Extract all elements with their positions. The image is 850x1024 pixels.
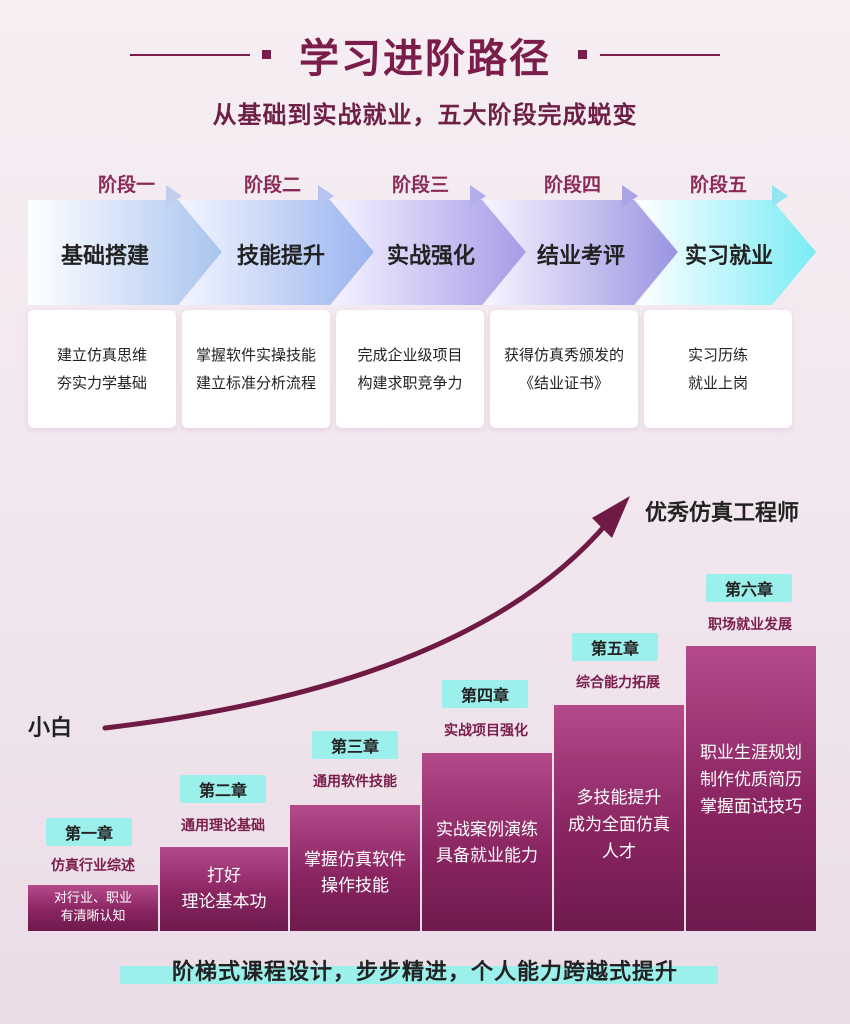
stage-desc: 构建求职竞争力 (357, 374, 463, 392)
chapter-tag-5: 第五章 (572, 633, 658, 661)
stage-card-1: 建立仿真思维 夯实力学基础 (28, 310, 176, 428)
step-desc: 操作技能 (321, 876, 389, 896)
step-desc: 具备就业能力 (436, 846, 538, 866)
stage-arrow-3 (332, 200, 526, 305)
stage-desc: 掌握软件实操技能 (195, 346, 316, 364)
step-desc: 理论基本功 (181, 892, 267, 912)
chapter-title-1: 仿真行业综述 (51, 858, 135, 874)
step-desc: 人才 (602, 842, 636, 862)
stage-card-3: 完成企业级项目 构建求职竞争力 (336, 310, 484, 428)
stage-label-2: 阶段二 (244, 174, 302, 196)
chapter-tag-2: 第二章 (180, 775, 266, 803)
stage-name-4: 结业考评 (536, 244, 625, 269)
chapter-title-5: 综合能力拓展 (576, 675, 660, 691)
chapter-title-3: 通用软件技能 (313, 774, 397, 790)
step-desc: 掌握仿真软件 (304, 850, 406, 870)
page-subtitle: 从基础到实战就业，五大阶段完成蜕变 (212, 101, 638, 129)
title-dot-right (578, 50, 587, 59)
step-desc: 掌握面试技巧 (700, 797, 802, 817)
stage-label-5: 阶段五 (690, 174, 748, 196)
step-2: 打好 理论基本功 (160, 847, 288, 931)
step-desc: 对行业、职业 (53, 891, 132, 906)
stage-label-3: 阶段三 (392, 174, 450, 196)
stage-arrow-4 (484, 200, 678, 305)
step-6: 职业生涯规划 制作优质简历 掌握面试技巧 (686, 646, 816, 931)
step-desc: 有清晰认知 (60, 909, 126, 924)
title-line-right (600, 54, 720, 56)
stage-desc: 获得仿真秀颁发的 (503, 346, 624, 364)
stage-desc: 实习历练 (687, 346, 748, 364)
chapter-title-2: 通用理论基础 (181, 818, 265, 834)
stage-arrow-1 (28, 200, 222, 305)
stage-desc: 建立仿真思维 (56, 346, 147, 364)
chapter-tag-4: 第四章 (442, 680, 528, 708)
step-desc: 实战案例演练 (436, 820, 538, 840)
stage-name-1: 基础搭建 (60, 244, 149, 269)
chapter-tag-1: 第一章 (46, 818, 132, 846)
stage-arrows (28, 185, 816, 305)
end-label: 优秀仿真工程师 (645, 501, 800, 526)
stage-name-3: 实战强化 (386, 244, 475, 269)
step-desc: 多技能提升 (576, 788, 662, 808)
stage-name-5: 实习就业 (684, 244, 773, 269)
step-1: 对行业、职业 有清晰认知 (28, 885, 158, 931)
stage-name-2: 技能提升 (236, 244, 325, 269)
stage-card-2: 掌握软件实操技能 建立标准分析流程 (182, 310, 330, 428)
stage-desc: 夯实力学基础 (56, 374, 147, 392)
step-5: 多技能提升 成为全面仿真 人才 (554, 705, 684, 931)
stage-card-4: 获得仿真秀颁发的 《结业证书》 (490, 310, 638, 428)
step-desc: 打好 (207, 866, 241, 886)
step-desc: 制作优质简历 (700, 770, 802, 790)
title-line-left (130, 54, 250, 56)
title-dot-left (262, 50, 271, 59)
step-desc: 成为全面仿真 (568, 815, 670, 835)
stage-card-5: 实习历练 就业上岗 (644, 310, 792, 428)
stage-desc: 《结业证书》 (518, 374, 609, 392)
step-3: 掌握仿真软件 操作技能 (290, 805, 420, 931)
step-desc: 职业生涯规划 (700, 743, 802, 763)
start-label: 小白 (28, 716, 73, 741)
step-4: 实战案例演练 具备就业能力 (422, 753, 552, 931)
stage-label-4: 阶段四 (544, 174, 602, 196)
stage-desc: 就业上岗 (687, 374, 748, 392)
stage-arrow-5 (636, 200, 816, 305)
stage-label-1: 阶段一 (98, 174, 156, 196)
footer-text: 阶梯式课程设计，步步精进，个人能力跨越式提升 (171, 960, 678, 985)
stage-desc: 完成企业级项目 (357, 346, 463, 364)
chapter-tag-3: 第三章 (312, 731, 398, 759)
stage-arrow-2 (180, 200, 374, 305)
page-title: 学习进阶路径 (299, 36, 551, 82)
chapter-tag-6: 第六章 (706, 574, 792, 602)
chapter-title-4: 实战项目强化 (444, 723, 528, 739)
stage-desc: 建立标准分析流程 (195, 374, 316, 392)
growth-arrow (102, 496, 630, 731)
chapter-title-6: 职场就业发展 (708, 617, 792, 633)
footer-highlight (120, 966, 718, 984)
